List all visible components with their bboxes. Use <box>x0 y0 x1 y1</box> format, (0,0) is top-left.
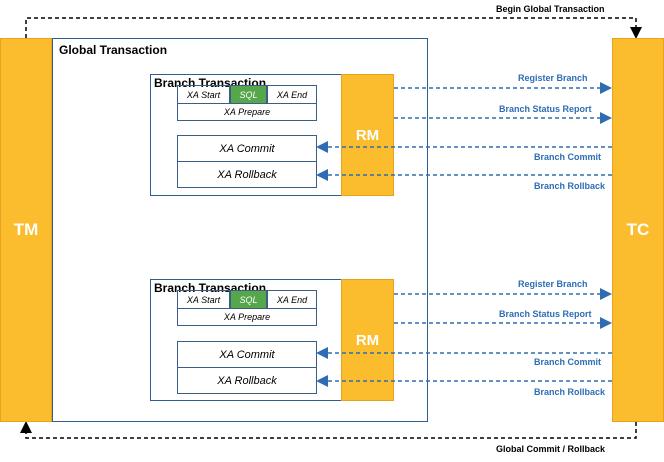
branch-commit-label: Branch Commit <box>534 357 602 367</box>
register-branch-label: Register Branch <box>518 73 588 83</box>
xa-prepare-cell: XA Prepare <box>177 103 317 121</box>
branch-status-report-label: Branch Status Report <box>499 309 592 319</box>
branch-status-report-label: Branch Status Report <box>499 104 592 114</box>
global-transaction-title: Global Transaction <box>59 43 168 57</box>
global-commit-rollback-arrow <box>20 421 637 439</box>
branch-rollback-label: Branch Rollback <box>534 387 606 397</box>
tc-bar: TC <box>612 38 664 422</box>
begin-global-transaction-arrow <box>25 17 642 39</box>
tm-bar: TM <box>0 38 52 422</box>
branch-commit-label: Branch Commit <box>534 152 602 162</box>
branch-rollback-label: Branch Rollback <box>534 181 606 191</box>
xa-prepare-cell: XA Prepare <box>177 308 317 326</box>
global-commit-rollback-label: Global Commit / Rollback <box>496 444 606 454</box>
register-branch-label: Register Branch <box>518 279 588 289</box>
begin-global-transaction-label: Begin Global Transaction <box>496 4 605 14</box>
